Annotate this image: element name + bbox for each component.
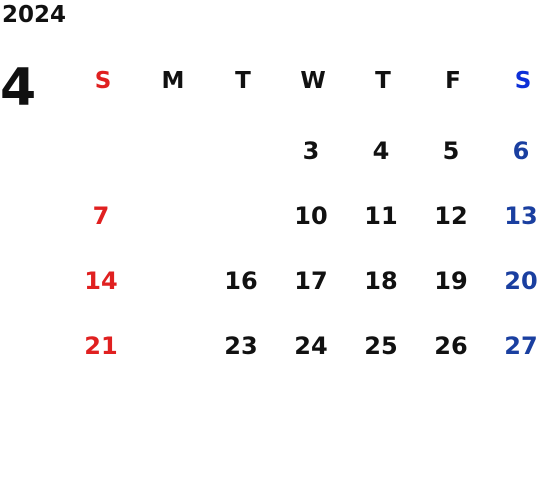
day-number: 14	[84, 267, 118, 295]
day-cell[interactable]: 29	[138, 386, 208, 436]
day-number: 17	[294, 267, 328, 295]
day-cell[interactable]: 22	[138, 321, 208, 371]
day-cell[interactable]: 30	[208, 386, 278, 436]
day-number: 30	[224, 397, 258, 425]
day-number: 28	[84, 397, 118, 425]
day-number: 23	[224, 332, 258, 360]
day-number: 8	[162, 202, 180, 230]
day-cell[interactable]: 2	[208, 126, 278, 176]
day-number: 13	[504, 202, 538, 230]
day-cell[interactable]: 26	[418, 321, 488, 371]
weekday-header: F	[445, 68, 461, 94]
day-number: 10	[294, 202, 328, 230]
day-number: 26	[434, 332, 468, 360]
day-cell[interactable]: 14	[68, 256, 138, 306]
day-number: 19	[434, 267, 468, 295]
day-cell[interactable]: 10	[278, 191, 348, 241]
day-cell[interactable]: 1	[138, 126, 208, 176]
day-number: 20	[504, 267, 538, 295]
day-number: 16	[224, 267, 258, 295]
day-cell[interactable]: 6	[488, 126, 548, 176]
day-cell[interactable]: 5	[418, 126, 488, 176]
day-cell[interactable]: 7	[68, 191, 138, 241]
day-cell[interactable]: 11	[348, 191, 418, 241]
day-cell[interactable]: 9	[208, 191, 278, 241]
day-number: 6	[512, 137, 530, 165]
day-cell[interactable]: 27	[488, 321, 548, 371]
day-cell[interactable]: 4	[348, 126, 418, 176]
day-cell[interactable]: 3	[278, 126, 348, 176]
weekday-header: S	[514, 68, 532, 94]
day-cell[interactable]: 16	[208, 256, 278, 306]
day-number: 24	[294, 332, 328, 360]
day-number: 25	[364, 332, 398, 360]
day-cell[interactable]: 12	[418, 191, 488, 241]
day-number: 27	[504, 332, 538, 360]
day-cell[interactable]: 19	[418, 256, 488, 306]
day-cell[interactable]: 21	[68, 321, 138, 371]
day-number: 9	[232, 202, 250, 230]
day-cell[interactable]: 20	[488, 256, 548, 306]
weekday-header: T	[375, 68, 391, 94]
day-number: 3	[302, 137, 320, 165]
day-number: 18	[364, 267, 398, 295]
day-number: 12	[434, 202, 468, 230]
day-cell[interactable]: 18	[348, 256, 418, 306]
year-label: 2024	[2, 2, 67, 28]
day-number: 21	[84, 332, 118, 360]
day-number: 5	[442, 137, 460, 165]
day-number: 4	[372, 137, 390, 165]
day-cell[interactable]: 17	[278, 256, 348, 306]
weekday-header: S	[94, 68, 112, 94]
day-cell[interactable]: 28	[68, 386, 138, 436]
weekday-header: W	[300, 68, 326, 94]
day-cell[interactable]: 25	[348, 321, 418, 371]
day-cell[interactable]: 15	[138, 256, 208, 306]
day-cell[interactable]: 23	[208, 321, 278, 371]
weekday-header: T	[235, 68, 251, 94]
day-cell[interactable]: 8	[138, 191, 208, 241]
day-cell[interactable]: 24	[278, 321, 348, 371]
weekday-header: M	[161, 68, 185, 94]
day-number: 22	[154, 332, 188, 360]
day-number: 29	[154, 397, 188, 425]
day-number: 11	[364, 202, 398, 230]
day-number: 7	[92, 202, 110, 230]
day-number: 1	[162, 137, 180, 165]
month-label: 4	[0, 58, 37, 118]
day-number: 15	[154, 267, 188, 295]
day-number: 2	[232, 137, 250, 165]
day-cell[interactable]: 13	[488, 191, 548, 241]
